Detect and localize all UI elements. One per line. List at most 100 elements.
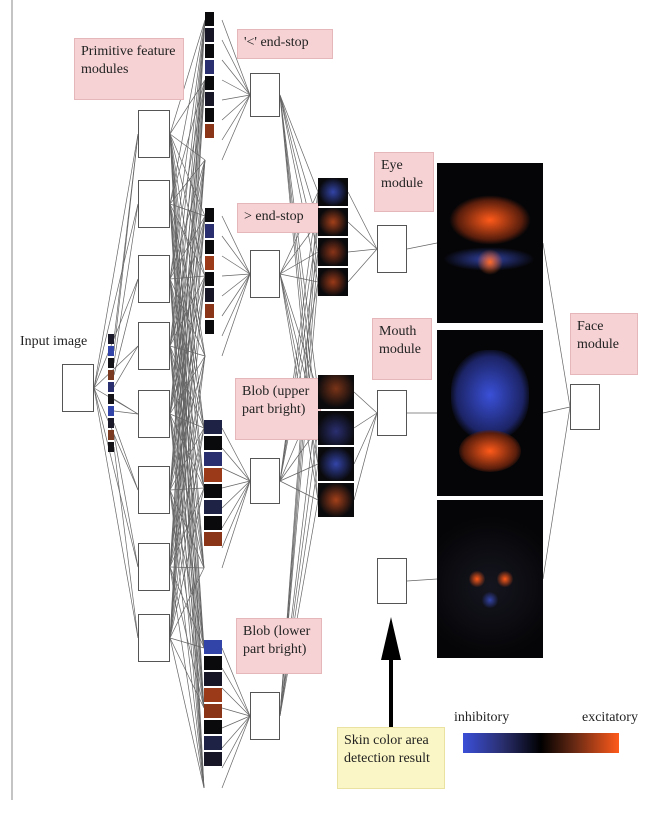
primitive-module-box	[138, 255, 170, 303]
primitive-to-feature-line	[169, 19, 206, 280]
feature-to-module-line	[221, 235, 251, 275]
primitive-to-feature-line	[169, 133, 206, 277]
feature-to-module-line	[221, 480, 251, 509]
skin-to-map-line	[406, 578, 438, 582]
mouth-map-to-face-line	[542, 406, 571, 414]
module-to-mouth-line	[279, 273, 319, 393]
primitive-to-feature-line	[169, 275, 206, 568]
input-strip-line	[113, 278, 139, 376]
label-primitive-feature-modules: Primitive feature modules	[74, 38, 184, 100]
input-strip-line	[113, 446, 139, 639]
endstop-gt-feature-strip	[205, 208, 214, 334]
mouth-activation-map	[437, 330, 543, 496]
primitive-to-feature-line	[169, 637, 205, 789]
input-to-primitive-line	[93, 387, 139, 568]
feature-to-module-line	[221, 480, 251, 549]
lt-end-stop-box	[250, 73, 280, 117]
feature-to-module-line	[221, 273, 251, 277]
primitive-to-feature-line	[169, 487, 205, 639]
blob-upper-feature-strip	[204, 420, 222, 546]
strip-to-mouth-line	[353, 412, 378, 429]
blob-upper-box	[250, 458, 280, 504]
skin-activation-map	[437, 500, 543, 658]
input-to-primitive-line	[93, 133, 139, 389]
label-blob-upper: Blob (upper part bright)	[235, 378, 321, 440]
strip-to-eye-line	[347, 248, 378, 283]
primitive-module-box	[138, 322, 170, 370]
input-strip-line	[113, 398, 139, 415]
primitive-to-feature-line	[169, 19, 206, 347]
feature-to-module-line	[221, 715, 251, 729]
feature-to-module-line	[221, 480, 251, 489]
feature-to-module-line	[221, 273, 251, 317]
primitive-to-feature-line	[169, 19, 206, 135]
input-strip-line	[113, 133, 139, 352]
gt-end-stop-box	[250, 250, 280, 298]
label-lt-end-stop: '<' end-stop	[237, 29, 333, 59]
strip-to-eye-line	[347, 191, 378, 250]
input-image-box	[62, 364, 94, 412]
input-strip-line	[113, 422, 139, 491]
primitive-to-feature-line	[169, 489, 205, 649]
feature-to-module-line	[221, 273, 251, 337]
primitive-to-feature-line	[169, 489, 205, 709]
module-to-eye-line	[279, 94, 319, 283]
input-strip-line	[113, 345, 139, 388]
label-skin-color-detection: Skin color area detection result	[337, 727, 445, 789]
feature-to-module-line	[221, 255, 251, 275]
feature-to-module-line	[221, 467, 251, 482]
primitive-module-box	[138, 180, 170, 228]
primitive-to-feature-line	[169, 19, 206, 415]
input-strip-line	[113, 203, 139, 364]
skin-map-to-face-line	[542, 406, 571, 580]
blob-lower-feature-strip	[204, 640, 222, 766]
primitive-to-feature-line	[169, 567, 205, 639]
mouth-module-box	[377, 390, 407, 436]
feature-to-module-line	[221, 707, 251, 717]
primitive-to-feature-line	[169, 275, 206, 639]
strip-to-mouth-line	[353, 412, 378, 501]
input-strip-line	[113, 434, 139, 568]
primitive-to-feature-line	[169, 79, 206, 639]
mouth-input-strip	[318, 375, 354, 517]
feature-to-module-line	[221, 215, 251, 275]
label-blob-lower: Blob (lower part bright)	[236, 618, 322, 674]
primitive-to-feature-line	[169, 275, 206, 415]
blob-lower-box	[250, 692, 280, 740]
primitive-to-feature-line	[169, 637, 205, 709]
primitive-to-feature-line	[169, 215, 206, 639]
module-to-mouth-line	[279, 94, 319, 393]
feature-to-module-line	[221, 273, 251, 297]
label-gt-end-stop: > end-stop	[237, 203, 319, 233]
primitive-to-feature-line	[169, 637, 205, 649]
primitive-module-box	[138, 390, 170, 438]
strip-to-eye-line	[347, 248, 378, 253]
feature-to-module-line	[221, 480, 251, 569]
legend-inhibitory-label: inhibitory	[454, 710, 510, 725]
primitive-to-feature-line	[169, 159, 206, 639]
feature-to-module-line	[221, 19, 251, 96]
eye-to-map-line	[406, 242, 438, 250]
feature-to-module-line	[221, 94, 251, 101]
module-to-eye-line	[279, 94, 319, 193]
primitive-to-feature-line	[169, 215, 206, 491]
primitive-to-feature-line	[169, 133, 205, 649]
feature-to-module-line	[221, 647, 251, 717]
eye-activation-map	[437, 163, 543, 323]
primitive-to-feature-line	[169, 487, 205, 568]
label-input-image: Input image	[20, 334, 88, 349]
module-to-eye-line	[279, 94, 319, 223]
module-to-eye-line	[279, 251, 319, 275]
eye-input-strip	[318, 178, 348, 296]
primitive-to-feature-line	[169, 19, 206, 639]
feature-to-module-line	[221, 687, 251, 717]
primitive-to-feature-line	[169, 355, 206, 639]
feature-to-module-line	[221, 715, 251, 789]
feature-to-module-line	[221, 94, 251, 141]
module-to-mouth-line	[279, 463, 319, 717]
eye-module-box	[377, 225, 407, 273]
primitive-to-feature-line	[169, 278, 205, 489]
legend-excitatory-label: excitatory	[582, 710, 638, 725]
primitive-to-feature-line	[169, 79, 206, 415]
primitive-to-feature-line	[169, 19, 206, 568]
